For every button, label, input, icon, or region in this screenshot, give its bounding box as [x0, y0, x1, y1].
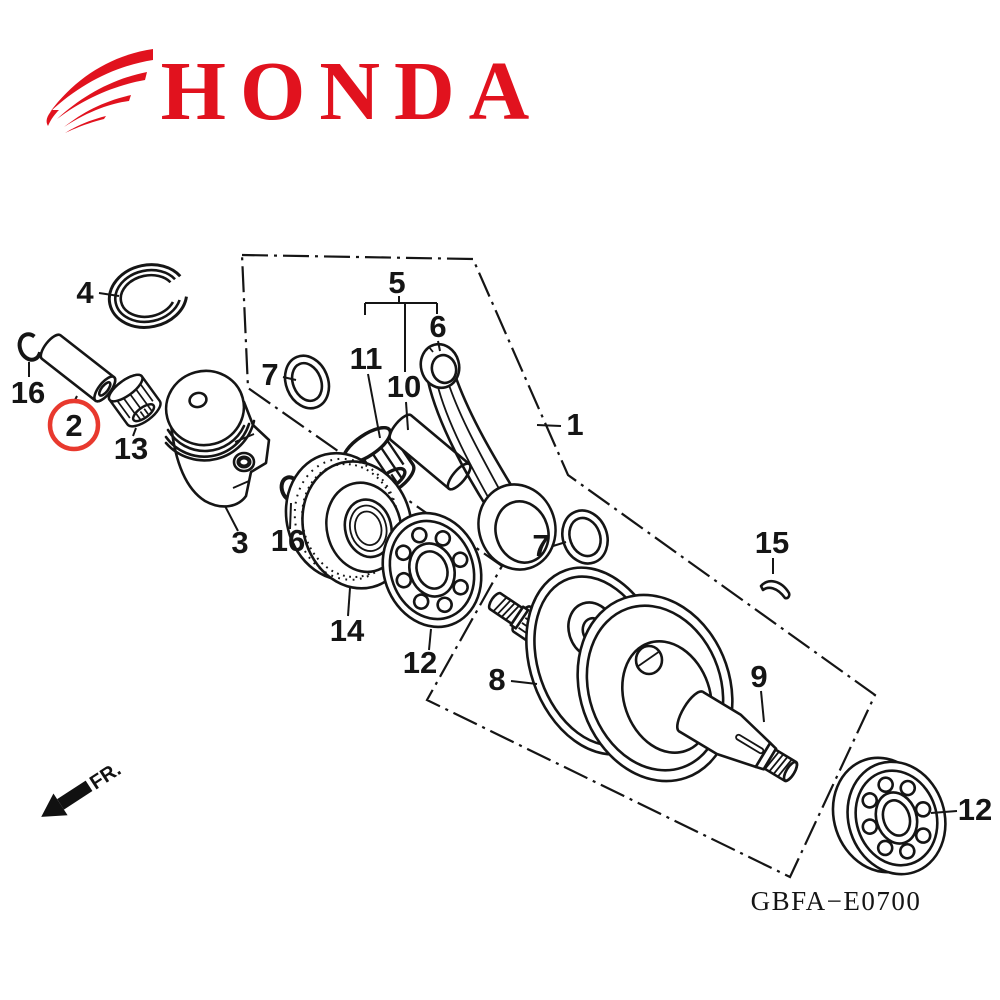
- front-direction-indicator: FR.: [41, 758, 125, 817]
- seal-ring-right-drawing: [561, 509, 609, 565]
- oil-seal-drawing: [284, 451, 414, 590]
- callout-11: 11: [350, 341, 383, 376]
- callout-9: 9: [750, 659, 767, 694]
- callout-12b: 12: [958, 792, 992, 827]
- piston-ring-set-drawing: [107, 263, 189, 329]
- honda-wing-icon: [46, 49, 153, 133]
- crankshaft-drawing: [487, 566, 799, 783]
- callout-7b: 7: [532, 528, 549, 563]
- callout-16a: 16: [11, 375, 45, 410]
- callouts: 4 16 2 13 3 16 7 5 11 10 6 1 7 14 12 8 9…: [11, 265, 992, 827]
- callout-8: 8: [488, 662, 505, 697]
- ball-bearing-center-drawing: [381, 511, 483, 629]
- assembly-boundary-line: [240, 253, 877, 879]
- callout-2-highlighted: 2: [65, 408, 82, 443]
- piston-pin-drawing: [39, 333, 117, 403]
- callout-4: 4: [76, 275, 94, 310]
- front-direction-label: FR.: [86, 758, 125, 794]
- ball-bearing-right-drawing: [831, 756, 947, 876]
- callout-13: 13: [114, 431, 148, 466]
- callout-16b: 16: [271, 523, 305, 558]
- honda-wordmark: HONDA: [161, 45, 544, 138]
- honda-logo: HONDA: [46, 45, 544, 138]
- callout-12a: 12: [403, 645, 437, 680]
- diagram-code: GBFA−E0700: [751, 886, 922, 916]
- front-arrow-icon: [41, 780, 93, 817]
- circlip-left-drawing: [17, 332, 43, 362]
- callout-14: 14: [330, 613, 365, 648]
- callout-15: 15: [755, 525, 789, 560]
- callout-1: 1: [566, 407, 583, 442]
- seal-ring-left-drawing: [283, 354, 331, 410]
- piston-drawing: [164, 369, 271, 508]
- callout-10: 10: [387, 369, 421, 404]
- callout-3: 3: [231, 525, 248, 560]
- callout-7a: 7: [261, 357, 278, 392]
- woodruff-key-drawing: [759, 579, 791, 600]
- callout-6: 6: [429, 309, 446, 344]
- highlight-circle: [47, 398, 101, 452]
- connecting-rod-drawing: [419, 342, 557, 571]
- callout-5: 5: [388, 265, 405, 300]
